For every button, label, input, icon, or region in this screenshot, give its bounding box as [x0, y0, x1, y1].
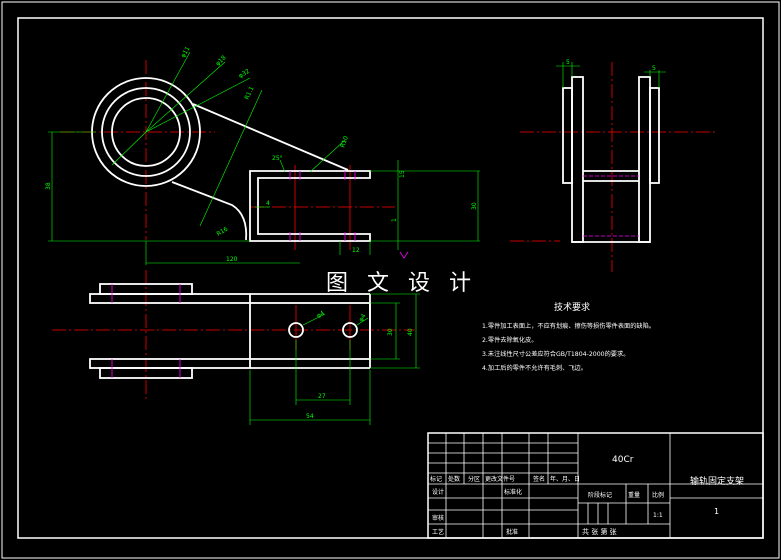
tb-header-sign: 签名	[533, 475, 545, 483]
dim-r16: R16	[216, 226, 230, 238]
tech-title: 技术要求	[554, 301, 590, 313]
dim-40: 40	[407, 328, 414, 336]
tech-item-1: 1.零件加工表面上，不应有划痕、擦伤等损伤零件表面的缺陷。	[482, 322, 655, 330]
dim-phi11: φ11	[180, 45, 192, 59]
watermark: 图 文 设 计	[326, 271, 477, 296]
tb-header-date: 年、月、日	[550, 475, 580, 483]
dim-54: 54	[306, 413, 314, 420]
tech-item-4: 4.加工后的零件不允许有毛刺、飞边。	[482, 364, 587, 372]
tb-stage-mark: 阶段标记	[588, 491, 612, 499]
inner-frame	[17, 17, 764, 539]
tb-material: 40Cr	[612, 455, 634, 465]
tb-approve: 批准	[506, 528, 518, 536]
tech-item-2: 2.零件去除氧化皮。	[482, 336, 537, 344]
tb-header-zone: 分区	[468, 475, 480, 483]
tech-item-3: 3.未注线性尺寸公差应符合GB/T1804-2000的要求。	[482, 350, 629, 358]
tb-design: 设计	[432, 488, 444, 496]
dim-30: 30	[471, 202, 478, 210]
tb-scale: 1:1	[653, 512, 663, 519]
dim-27: 27	[318, 393, 326, 400]
dim-1: 1	[391, 218, 398, 222]
dim-phi4-right: φ4	[358, 313, 368, 323]
dim-r11: R1.1	[243, 85, 255, 101]
tb-review: 审核	[432, 514, 444, 522]
side-view: 5 5	[510, 59, 715, 272]
tb-weight: 重量	[628, 491, 640, 499]
dim-15: 15	[399, 170, 406, 178]
tb-header-mark: 标记	[430, 475, 442, 483]
dim-38: 38	[45, 182, 52, 190]
title-block	[427, 432, 764, 539]
tb-part-name: 输轨固定支架	[690, 475, 744, 487]
tech-requirements: 技术要求 1.零件加工表面上，不应有划痕、擦伤等损伤零件表面的缺陷。 2.零件去…	[482, 301, 655, 372]
tb-header-doc: 更改文件号	[485, 475, 515, 483]
dim-top5a: 5	[566, 59, 570, 66]
tb-sheet-no: 1	[714, 507, 719, 516]
dim-12: 12	[352, 247, 360, 254]
dim-top5b: 5	[652, 65, 656, 72]
dim-4: 4	[266, 200, 270, 207]
top-view: φ4 φ4 30 40 27 54	[52, 270, 420, 425]
tb-sheets: 共 张 第 张	[582, 527, 617, 536]
dim-30-top: 30	[387, 328, 394, 336]
dim-phi4-left: φ4	[316, 310, 326, 320]
dim-25deg: 25°	[272, 155, 283, 162]
dim-r10: R10	[339, 135, 350, 149]
dim-phi18: φ18	[214, 54, 227, 67]
tb-process: 工艺	[432, 528, 444, 536]
tb-standardize: 标准化	[504, 488, 522, 496]
tb-ratio: 比例	[652, 491, 664, 499]
dim-phi32: φ32	[238, 68, 252, 80]
dim-120: 120	[226, 256, 238, 263]
front-view: φ11 φ18 φ32 R1.1 R10 R16 25° 38 120 15 1…	[45, 45, 480, 265]
tb-header-count: 处数	[448, 475, 460, 483]
